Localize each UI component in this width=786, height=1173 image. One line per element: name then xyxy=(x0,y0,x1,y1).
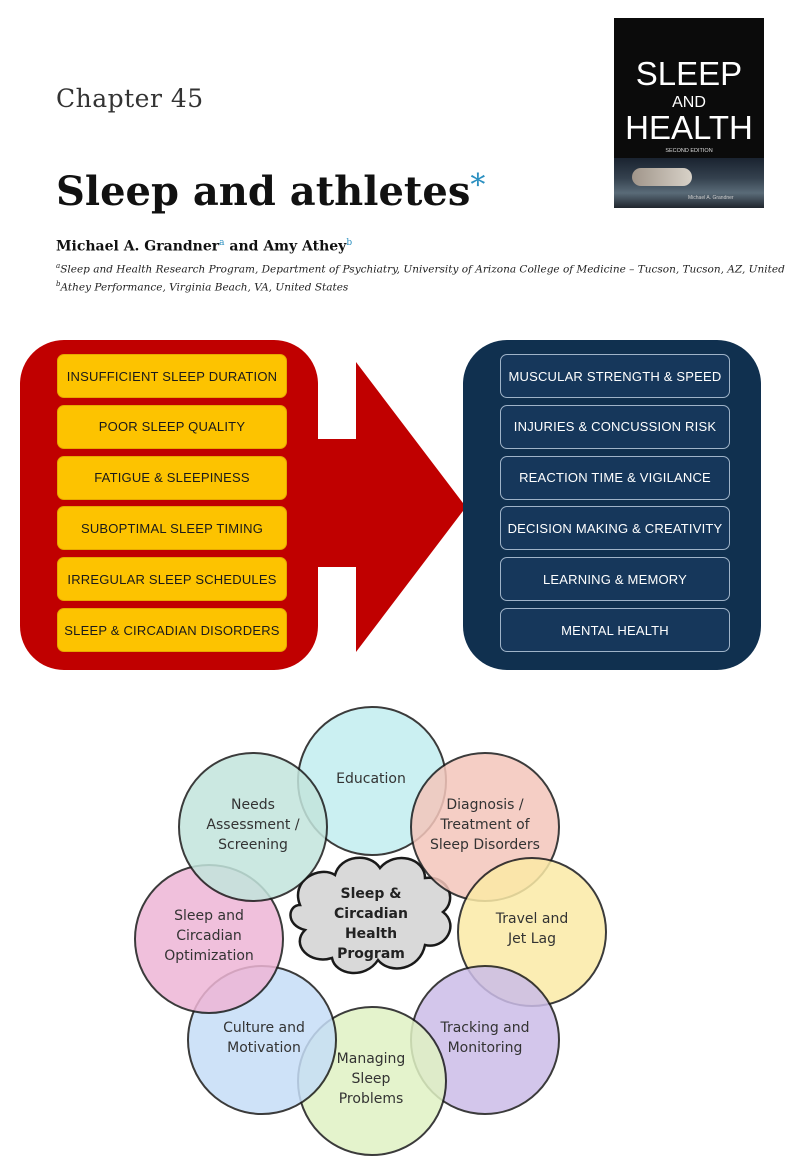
cover-edition: SECOND EDITION xyxy=(665,148,713,154)
aff-text-b: Athey Performance, Virginia Beach, VA, U… xyxy=(60,281,349,294)
cover-photo-sleeper xyxy=(632,168,692,186)
outcome-item: INJURIES & CONCUSSION RISK xyxy=(500,404,730,449)
cover-title-health: HEALTH xyxy=(625,109,753,146)
affiliation-b: bAthey Performance, Virginia Beach, VA, … xyxy=(56,280,348,294)
title-text: Sleep and athletes xyxy=(56,168,471,215)
authors: Michael A. Grandnera and Amy Atheyb xyxy=(56,238,352,255)
outcome-item: REACTION TIME & VIGILANCE xyxy=(500,455,730,500)
component-label-line: Treatment of xyxy=(440,817,530,833)
chapter-title: Sleep and athletes* xyxy=(56,168,485,215)
cover-title-sleep: SLEEP xyxy=(635,55,743,92)
author-and: and xyxy=(224,238,264,255)
component-label-line: Optimization xyxy=(164,948,254,964)
author-athey: Amy Athey xyxy=(263,238,347,255)
program-component-label: Education xyxy=(306,769,436,789)
component-label-line: Sleep xyxy=(351,1071,391,1087)
arrow-right-icon xyxy=(316,362,466,652)
outcome-item: LEARNING & MEMORY xyxy=(500,557,730,602)
center-line: Sleep & xyxy=(340,886,402,902)
component-label-line: Screening xyxy=(218,837,288,853)
program-component-label: Diagnosis / Treatment of Sleep Disorders xyxy=(420,795,550,855)
center-cloud-icon xyxy=(289,856,452,975)
author-sup-a[interactable]: a xyxy=(219,238,225,248)
component-label-line: Assessment / xyxy=(206,817,300,833)
component-label-line: Diagnosis / xyxy=(446,797,524,813)
component-label-line: Sleep and xyxy=(174,908,244,924)
author-grandner: Michael A. Grandner xyxy=(56,238,220,255)
aff-text-a: Sleep and Health Research Program, Depar… xyxy=(60,263,786,276)
center-line: Program xyxy=(337,946,405,962)
center-line: Circadian xyxy=(334,906,408,922)
component-label-line: Managing xyxy=(336,1051,406,1067)
component-label-line: Needs xyxy=(231,797,275,813)
cover-editor: Michael A. Grandner xyxy=(688,195,734,201)
component-label-line: Culture and xyxy=(223,1020,305,1036)
component-label-line: Sleep Disorders xyxy=(430,837,540,853)
component-label-line: Travel and xyxy=(495,911,569,927)
sleep-factor-item: SLEEP & CIRCADIAN DISORDERS xyxy=(57,608,287,652)
component-label-line: Tracking and xyxy=(440,1020,530,1036)
sleep-factor-item: INSUFFICIENT SLEEP DURATION xyxy=(57,354,287,398)
program-component-circle xyxy=(178,752,328,902)
outcome-item: MENTAL HEALTH xyxy=(500,608,730,652)
sleep-factor-item: POOR SLEEP QUALITY xyxy=(57,404,287,449)
sleep-factor-item: SUBOPTIMAL SLEEP TIMING xyxy=(57,506,287,551)
component-label-line: Problems xyxy=(338,1091,404,1107)
program-center-label: Sleep & Circadian Health Program xyxy=(311,884,431,964)
book-cover[interactable]: SLEEP AND HEALTH SECOND EDITION Michael … xyxy=(614,18,764,208)
aff-sup-a: a xyxy=(56,262,61,270)
component-label-line: Circadian xyxy=(176,928,242,944)
author-sup-b[interactable]: b xyxy=(346,238,353,248)
outcome-item: MUSCULAR STRENGTH & SPEED xyxy=(500,354,730,398)
component-label-line: Jet Lag xyxy=(508,931,556,947)
affiliation-a: aSleep and Health Research Program, Depa… xyxy=(56,262,786,276)
sleep-factor-item: FATIGUE & SLEEPINESS xyxy=(57,455,287,500)
sleep-factor-item: IRREGULAR SLEEP SCHEDULES xyxy=(57,557,287,602)
component-label-line: Monitoring xyxy=(447,1040,523,1056)
outcome-item: DECISION MAKING & CREATIVITY xyxy=(500,506,730,551)
cover-title-and: AND xyxy=(672,94,706,111)
title-footnote-mark[interactable]: * xyxy=(470,168,486,203)
component-label-line: Motivation xyxy=(227,1040,301,1056)
component-label-line: Education xyxy=(336,771,406,787)
center-line: Health xyxy=(344,926,398,942)
aff-sup-b: b xyxy=(56,280,61,288)
chapter-number: Chapter 45 xyxy=(56,84,204,113)
